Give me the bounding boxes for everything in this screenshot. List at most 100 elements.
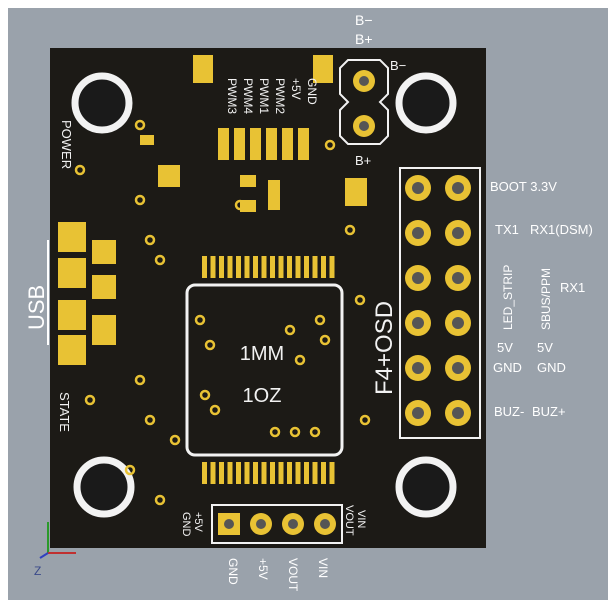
right-header-outline — [399, 167, 481, 439]
mcu-pin — [295, 462, 301, 484]
via — [209, 404, 221, 416]
5v-right-label: 5V — [537, 340, 553, 355]
mcu-pin — [244, 256, 250, 278]
mcu-pin — [321, 462, 326, 484]
mcu-pin — [202, 462, 207, 484]
via — [294, 354, 306, 366]
axis-z-label: Z — [34, 564, 41, 578]
mcu-pin — [329, 462, 335, 484]
via — [319, 334, 331, 346]
mcu-pin — [261, 462, 267, 484]
led-strip-label: LED_STRIP — [501, 265, 515, 330]
mcu-pin — [210, 462, 216, 484]
copper-thickness-label: 1MM — [240, 343, 284, 365]
mcu-outline — [185, 283, 344, 457]
pwm-pad — [218, 128, 229, 160]
usb-pads — [58, 135, 367, 365]
gnd-left-label: GND — [493, 360, 522, 375]
mounting-hole — [73, 456, 135, 518]
via — [314, 314, 326, 326]
via — [199, 389, 211, 401]
mcu-pin — [227, 462, 233, 484]
pwm-label: PWM2 — [273, 78, 287, 114]
tx1-label: TX1 — [495, 222, 519, 237]
gnd-right-label: GND — [537, 360, 566, 375]
via — [234, 199, 246, 211]
pwm-pad — [250, 128, 261, 160]
5v-left-label: 5V — [497, 340, 513, 355]
via — [344, 224, 356, 236]
mcu-pin — [304, 256, 309, 278]
mcu-pin — [278, 256, 284, 278]
bottom-inner-vout: VOUT — [343, 505, 355, 536]
mcu-pin — [236, 256, 241, 278]
mcu-pin — [329, 256, 335, 278]
mcu-pin — [270, 256, 275, 278]
buz-minus-label: BUZ- — [494, 404, 524, 419]
mcu-pin — [287, 462, 292, 484]
mcu-pins — [202, 256, 335, 484]
mcu-pin — [295, 256, 301, 278]
via — [144, 234, 156, 246]
mcu-pin — [202, 256, 207, 278]
mcu-pin — [278, 462, 284, 484]
bottom-inner-vin: VIN — [355, 510, 367, 528]
pwm-pad — [282, 128, 293, 160]
via — [359, 414, 371, 426]
power-led-label: POWER — [59, 120, 74, 169]
pwm-pad — [266, 128, 277, 160]
mounting-hole — [71, 72, 133, 134]
via — [354, 294, 366, 306]
battery-plus-silk: B+ — [355, 153, 371, 168]
via — [124, 464, 136, 476]
via — [194, 314, 206, 326]
mounting-hole — [395, 456, 457, 518]
mcu-pin — [261, 256, 267, 278]
rx1-label: RX1 — [560, 280, 585, 295]
buz-plus-label: BUZ+ — [532, 404, 566, 419]
bottom-label-gnd: GND — [226, 558, 240, 585]
bottom-inner-gnd: GND — [180, 512, 192, 537]
battery-minus-label-top: B− — [355, 12, 373, 28]
rx1-dsm-label: RX1(DSM) — [530, 222, 593, 237]
bottom-label-vout: VOUT — [286, 558, 300, 592]
mcu-pin — [312, 256, 318, 278]
battery-minus-silk: B− — [390, 58, 406, 73]
pad — [313, 55, 333, 83]
bottom-label-vin: VIN — [316, 558, 330, 578]
boot-label: BOOT 3.3V — [490, 179, 557, 194]
bottom-inner-5v: +5V — [192, 512, 204, 533]
via — [84, 394, 96, 406]
via — [154, 254, 166, 266]
mcu-pin — [227, 256, 233, 278]
pwm-label: +5V — [289, 78, 303, 100]
via — [169, 434, 181, 446]
bottom-header-outline — [211, 504, 343, 544]
via — [309, 426, 321, 438]
mcu-pin — [244, 462, 250, 484]
battery-header-outline — [339, 59, 389, 145]
pwm-label: PWM1 — [257, 78, 271, 114]
via — [269, 426, 281, 438]
axis-gizmo: Z — [34, 522, 76, 578]
right-header-pins — [405, 175, 471, 426]
copper-weight-label: 1OZ — [243, 385, 282, 407]
bottom-label-5v: +5V — [256, 558, 270, 580]
via — [204, 339, 216, 351]
mcu-pin — [270, 462, 275, 484]
pwm-label: PWM4 — [241, 78, 255, 114]
via — [284, 324, 296, 336]
pwm-pad — [298, 128, 309, 160]
vias — [74, 119, 371, 506]
mcu-pin — [236, 462, 241, 484]
pwm-pads — [218, 128, 309, 160]
board-title: F4+OSD — [371, 301, 398, 395]
via — [324, 139, 336, 151]
via — [144, 414, 156, 426]
pwm-label: GND — [305, 78, 319, 105]
battery-plus-label-top: B+ — [355, 31, 373, 47]
via — [134, 194, 146, 206]
